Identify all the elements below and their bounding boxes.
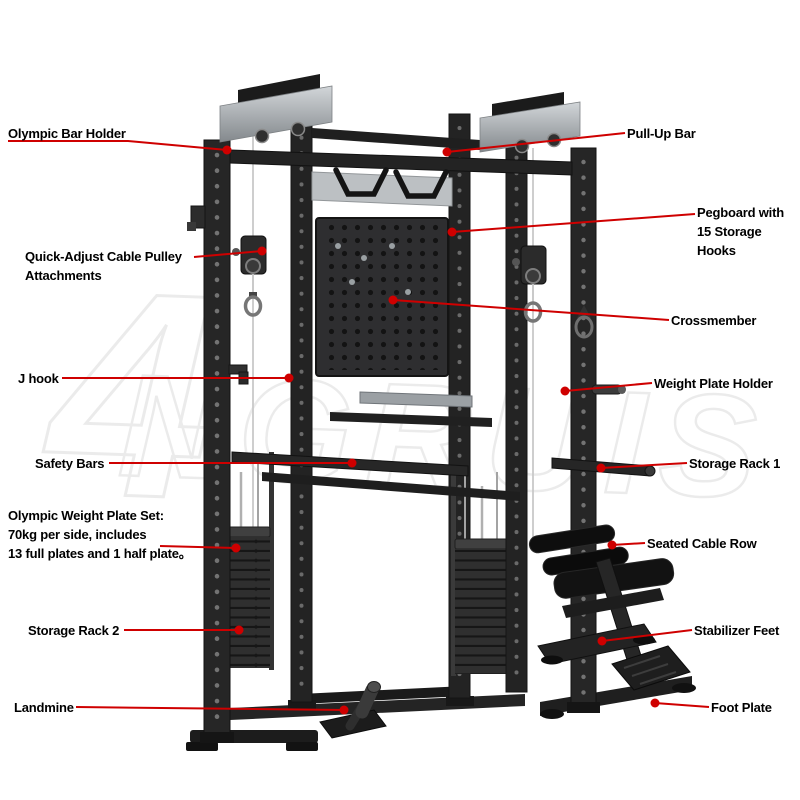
cable-pulley-carriage-left bbox=[232, 235, 267, 317]
callout-label-stabilizer-feet: Stabilizer Feet bbox=[694, 623, 780, 638]
callout-label-crossmember: Crossmember bbox=[671, 313, 757, 328]
pegboard-panel bbox=[315, 217, 449, 377]
olympic-bar-holder-bracket bbox=[187, 205, 206, 231]
callout-label-quick-adjust-cable-pulley: Quick-Adjust Cable Pulley Attachments bbox=[25, 249, 182, 283]
pull-up-bar-assembly bbox=[229, 149, 573, 207]
callout-label-j-hook: J hook bbox=[18, 371, 59, 386]
callout-label-olympic-weight-plate-set: Olympic Weight Plate Set: 70kg per side,… bbox=[8, 508, 192, 561]
j-hook-bracket bbox=[228, 364, 249, 385]
top-pulley-assembly-right bbox=[479, 92, 581, 154]
callout-label-storage-rack-1: Storage Rack 1 bbox=[689, 456, 781, 471]
callout-label-pegboard: Pegboard with 15 Storage Hooks bbox=[697, 205, 784, 258]
callout-label-pull-up-bar: Pull-Up Bar bbox=[627, 126, 696, 141]
base-frame bbox=[186, 676, 696, 751]
callout-label-olympic-bar-holder: Olympic Bar Holder bbox=[8, 126, 126, 141]
top-pulley-assembly-left bbox=[219, 74, 333, 144]
callout-label-storage-rack-2: Storage Rack 2 bbox=[28, 623, 120, 638]
safety-bars bbox=[231, 451, 520, 501]
weight-plate-holder-peg bbox=[591, 384, 626, 395]
crossmember-bars bbox=[330, 391, 492, 427]
storage-rack-arm-right bbox=[551, 457, 656, 477]
callout-label-safety-bars: Safety Bars bbox=[35, 456, 105, 471]
callout-label-foot-plate: Foot Plate bbox=[711, 700, 772, 715]
callout-label-landmine: Landmine bbox=[14, 700, 74, 715]
landmine-attachment bbox=[319, 681, 387, 739]
callout-label-seated-cable-row: Seated Cable Row bbox=[647, 536, 757, 551]
callout-label-weight-plate-holder: Weight Plate Holder bbox=[654, 376, 773, 391]
weight-stack-right bbox=[451, 466, 511, 676]
